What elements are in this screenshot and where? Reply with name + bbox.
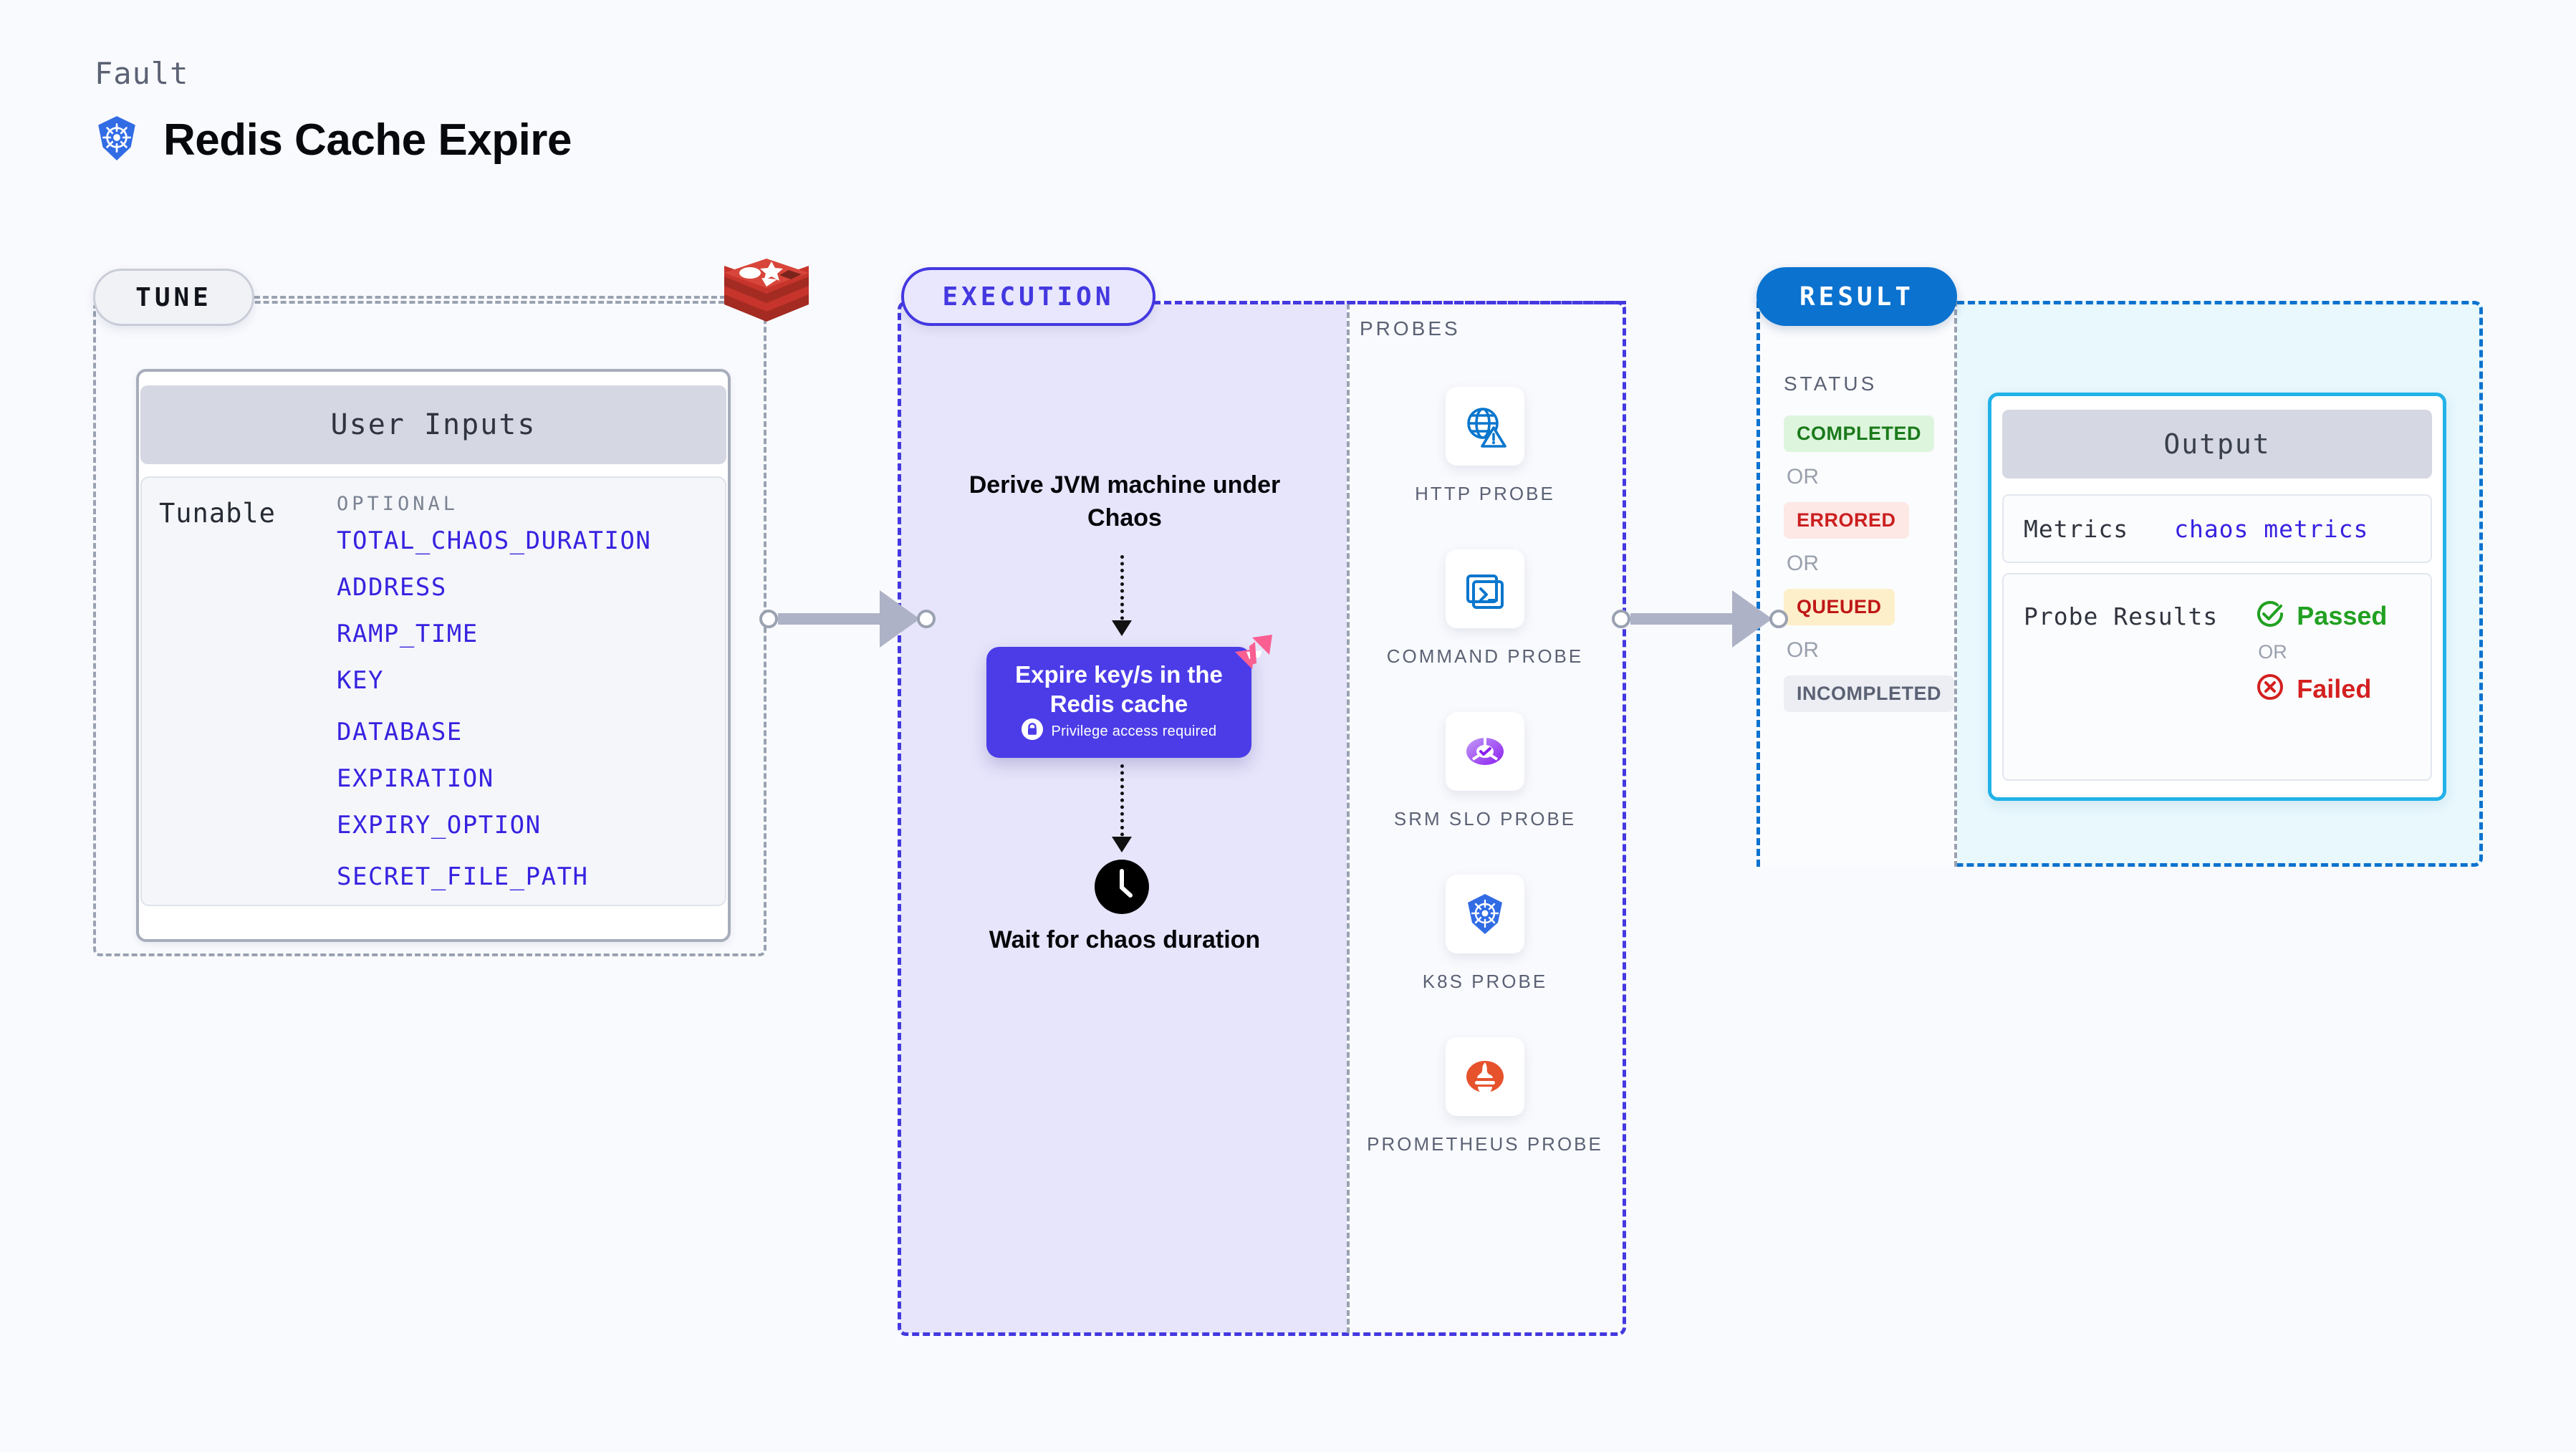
optional-label: OPTIONAL	[337, 493, 459, 515]
tunable-item[interactable]: DATABASE	[337, 718, 463, 746]
execution-badge[interactable]: EXECUTION	[901, 267, 1155, 326]
tune-connector-dash	[254, 296, 734, 299]
terminal-icon	[1446, 549, 1524, 629]
probe-item-command[interactable]: COMMAND PROBE	[1360, 549, 1610, 669]
status-or-label: OR	[1787, 465, 1819, 489]
connector-line	[1630, 613, 1732, 625]
connector-arrowhead	[1732, 590, 1772, 648]
probe-label: HTTP PROBE	[1415, 483, 1555, 504]
output-card-header: Output	[2002, 410, 2432, 479]
kubernetes-icon	[93, 115, 140, 165]
probe-result-failed: Failed	[2255, 672, 2387, 706]
probe-label: COMMAND PROBE	[1386, 645, 1584, 668]
status-badge-queued: QUEUED	[1784, 589, 1895, 625]
passed-label: Passed	[2297, 600, 2388, 630]
lock-icon	[1021, 718, 1043, 744]
connector-arrowhead	[880, 590, 920, 648]
connector-end-dot	[917, 610, 936, 628]
probe-results-row: Probe Results Passed OR	[2002, 573, 2432, 781]
tunable-item[interactable]: EXPIRY_OPTION	[337, 811, 542, 840]
tunable-item[interactable]: ADDRESS	[337, 573, 447, 602]
status-section-label: STATUS	[1784, 372, 1878, 395]
probe-result-passed: Passed	[2255, 599, 2387, 633]
execution-badge-label: EXECUTION	[942, 282, 1115, 312]
tune-badge-label: TUNE	[135, 282, 212, 312]
chaos-ribbon-icon	[1231, 633, 1277, 678]
failed-label: Failed	[2297, 673, 2372, 703]
tunable-item[interactable]: SECRET_FILE_PATH	[337, 862, 589, 891]
x-circle-icon	[2255, 672, 2285, 706]
execution-top-dash	[1153, 301, 1626, 304]
connector-start-dot	[759, 610, 778, 628]
derive-step-label: Derive JVM machine under Chaos	[969, 471, 1281, 532]
status-or-label: OR	[1787, 638, 1819, 662]
user-inputs-title: User Inputs	[330, 408, 537, 441]
tunable-box	[140, 476, 726, 906]
redis-icon	[720, 254, 813, 339]
probes-list: HTTP PROBE COMMAND PROBE	[1360, 387, 1610, 1200]
probe-item-k8s[interactable]: K8S PROBE	[1360, 875, 1610, 994]
clock-icon	[1095, 860, 1149, 914]
probe-item-prometheus[interactable]: PROMETHEUS PROBE	[1360, 1037, 1610, 1157]
metrics-label: Metrics	[2024, 514, 2129, 543]
probe-label: K8S PROBE	[1422, 971, 1548, 993]
globe-warning-icon	[1446, 387, 1524, 466]
kubernetes-icon	[1446, 875, 1524, 954]
probe-item-http[interactable]: HTTP PROBE	[1360, 387, 1610, 506]
page-kicker-label: Fault	[95, 56, 189, 91]
prometheus-icon	[1446, 1037, 1524, 1117]
connector-start-dot	[1612, 610, 1630, 628]
check-circle-icon	[2255, 599, 2285, 633]
flow-arrow-line	[1120, 555, 1124, 627]
probes-section-label: PROBES	[1360, 317, 1461, 340]
connector-execution-to-result	[1612, 590, 1788, 648]
tunable-item[interactable]: RAMP_TIME	[337, 620, 479, 648]
user-inputs-header: User Inputs	[140, 385, 726, 464]
probe-result-or-label: OR	[2258, 641, 2287, 663]
metrics-value[interactable]: chaos metrics	[2174, 514, 2369, 543]
flow-arrow-head-2	[1112, 837, 1132, 852]
tune-badge[interactable]: TUNE	[93, 269, 254, 326]
flow-arrow-head	[1112, 620, 1132, 636]
status-list: COMPLETED OR ERRORED OR QUEUED OR INCOMP…	[1784, 415, 1955, 712]
tunable-list: TOTAL_CHAOS_DURATION ADDRESS RAMP_TIME K…	[337, 527, 709, 909]
action-card-title: Expire key/s in the Redis cache	[1015, 661, 1223, 718]
action-card-note-text: Privilege access required	[1051, 723, 1217, 739]
status-badge-completed: COMPLETED	[1784, 415, 1935, 452]
srm-slo-icon	[1446, 712, 1524, 792]
tunable-item[interactable]: TOTAL_CHAOS_DURATION	[337, 527, 652, 555]
probe-results-label: Probe Results	[2024, 602, 2219, 630]
action-card-note-row: Privilege access required	[986, 718, 1251, 744]
probe-label: PROMETHEUS PROBE	[1367, 1133, 1603, 1155]
result-badge[interactable]: RESULT	[1756, 267, 1957, 326]
probe-label: SRM SLO PROBE	[1393, 808, 1577, 830]
output-card-title: Output	[2163, 428, 2271, 460]
action-card[interactable]: Expire key/s in the Redis cache Privileg…	[986, 647, 1251, 758]
page-title-row: Redis Cache Expire	[93, 115, 572, 165]
probe-results-values: Passed OR Failed	[2255, 599, 2387, 779]
tune-panel	[93, 301, 766, 956]
tunable-group-label: Tunable	[159, 498, 276, 529]
tunable-item[interactable]: EXPIRATION	[337, 764, 494, 793]
status-badge-errored: ERRORED	[1784, 502, 1909, 539]
status-or-label: OR	[1787, 552, 1819, 575]
connector-end-dot	[1769, 610, 1788, 628]
execution-probes-divider	[1347, 304, 1350, 1333]
status-badge-incompleted: INCOMPLETED	[1784, 675, 1955, 712]
probe-item-srm-slo[interactable]: SRM SLO PROBE	[1360, 712, 1610, 832]
connector-tune-to-execution	[759, 590, 936, 648]
connector-line	[778, 613, 880, 625]
metrics-row: Metrics chaos metrics	[2002, 494, 2432, 563]
wait-step-label: Wait for chaos duration	[989, 926, 1261, 953]
result-status-column	[1756, 301, 1957, 867]
page-title: Redis Cache Expire	[163, 115, 572, 165]
result-badge-label: RESULT	[1799, 282, 1915, 312]
tunable-item[interactable]: KEY	[337, 666, 384, 695]
flow-arrow-line-2	[1120, 764, 1124, 843]
